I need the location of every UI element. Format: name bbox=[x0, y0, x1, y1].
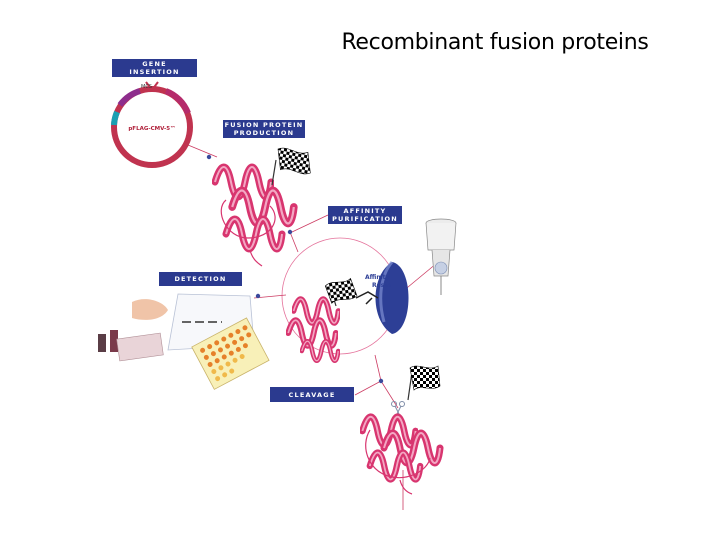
fusion-protein-production bbox=[215, 147, 314, 266]
plasmid-map: MCS pFLAG-CMV-5™ bbox=[114, 82, 190, 165]
resin-label-line1: Affinity bbox=[365, 274, 390, 281]
affinity-column-icon bbox=[426, 219, 456, 295]
plasmid-name: pFLAG-CMV-5™ bbox=[128, 125, 175, 132]
mcs-label: MCS bbox=[141, 84, 152, 90]
detection-illustration bbox=[98, 294, 269, 389]
resin-label-line2: Resin bbox=[372, 282, 391, 289]
affinity-purification-view: Affinity Resin bbox=[282, 238, 409, 361]
